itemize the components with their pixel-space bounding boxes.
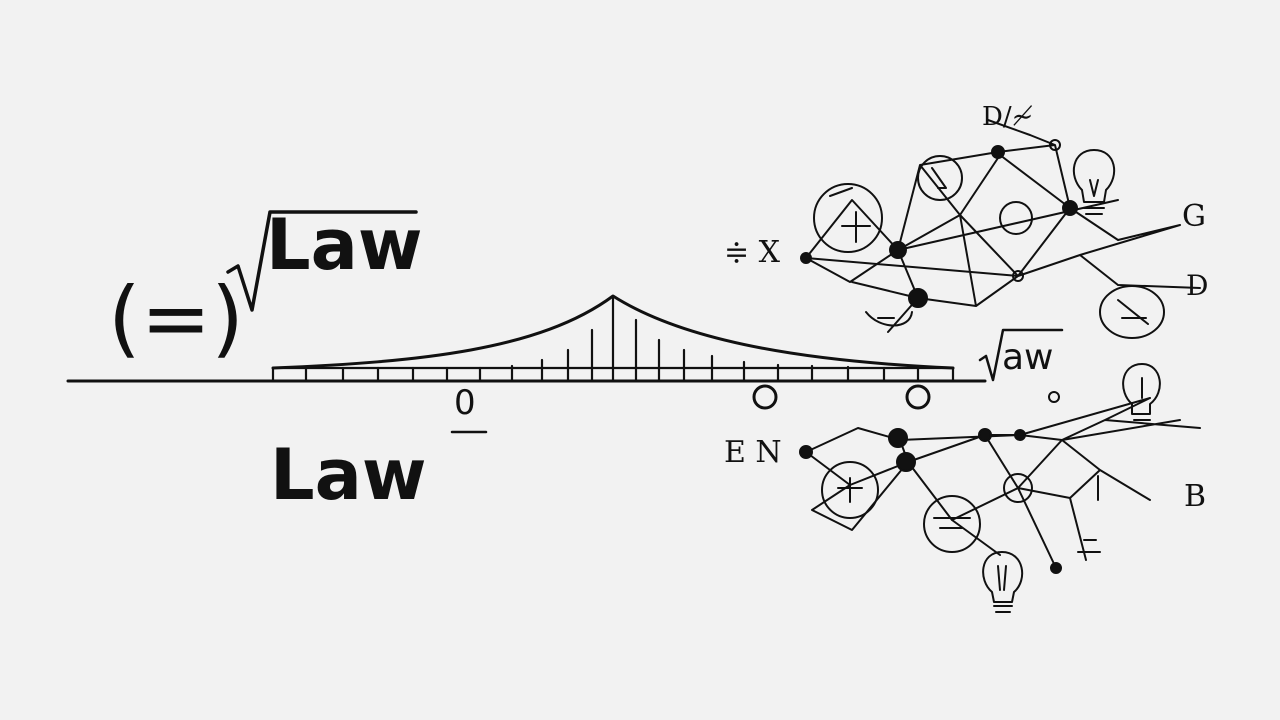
light-bulb-icon [1073, 149, 1116, 215]
network-upper [800, 119, 1201, 339]
sqrt-radical-aw [978, 328, 1064, 382]
left-n-glyph: E N [724, 435, 782, 470]
bridge-hangers [304, 296, 920, 383]
left-x-glyph: ≑ X [724, 235, 781, 270]
b-glyph: B [1184, 479, 1207, 514]
g-glyph: G [1182, 199, 1206, 234]
bridge-curve [271, 294, 955, 370]
sqrt-aw-label: aw [1002, 337, 1054, 378]
top-script-glyph: D/≁ [982, 102, 1034, 132]
sqrt-radical-top [226, 210, 418, 312]
wheel-left [752, 384, 778, 410]
wheel-right [905, 384, 931, 410]
light-bulb-icon [982, 551, 1024, 613]
parenthesis-equals-label: (=) [108, 269, 244, 367]
light-bulb-icon [1122, 363, 1161, 421]
d-glyph: D [1186, 269, 1209, 302]
bridge [271, 294, 955, 383]
zero-mark-label: 0 [454, 383, 476, 423]
network-lower [799, 391, 1201, 574]
law-label: Law [270, 434, 427, 516]
sqrt-law-label: Law [266, 204, 423, 286]
